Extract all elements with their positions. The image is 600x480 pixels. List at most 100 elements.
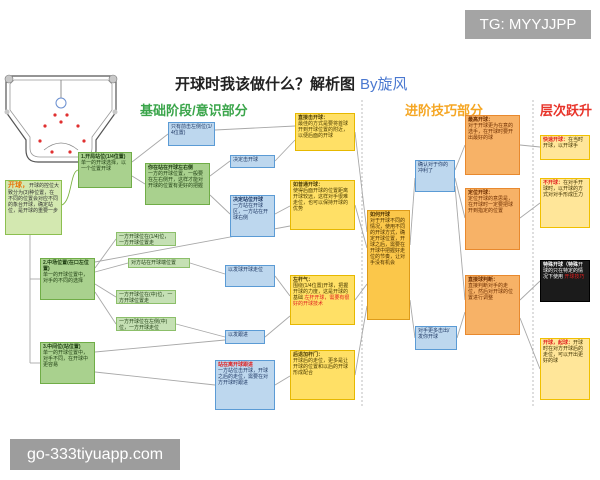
node-title: 不开球： [543, 180, 564, 186]
connector-line [354, 305, 368, 376]
connector-line [519, 144, 541, 148]
connector-line [214, 125, 296, 131]
node-body: 在对手开球时，以开球的方式对对手形成压力 [543, 180, 584, 198]
node-title: 3.中间位(站位置) [43, 344, 81, 350]
connector-line [274, 375, 291, 386]
pool-table-diagram-icon [4, 74, 118, 163]
node-title: 1.开局站位(1/4位置) [81, 154, 126, 160]
node-sub-1: 一方开球位在(1/4)位，一方开球位置走 [116, 232, 176, 246]
connector-line [354, 131, 368, 233]
red-ball [76, 124, 80, 128]
connector-line [175, 323, 226, 338]
red-ball [50, 150, 54, 154]
pocket-top-left [4, 74, 14, 84]
node-body: 一方的开球位置，一般要在左右侧开，这样才能对开球的位置有更好的把握 [148, 171, 204, 189]
pocket-side-right [112, 109, 118, 115]
node-body: 单一的开球选择，以一个位置开球 [81, 160, 127, 172]
red-ball [43, 124, 47, 128]
node-body: 直接判断对手的走位，然后对开球的位置进行调整 [468, 283, 514, 301]
node-title: 一方开球位在(中)位，一方开球位置走 [119, 292, 173, 304]
red-ball [53, 113, 57, 117]
node-direct-break: 直接击开球： 最佳的方式是要将首球开到开球位置的附近，以便后面的开球 [295, 113, 355, 151]
node-special-break: 特殊开球（特殊开球的只在特定的情况下使用 开球技巧 [540, 260, 590, 302]
connector-line [409, 299, 416, 339]
connector-line [354, 283, 368, 301]
cue-ball [55, 97, 67, 109]
node-title: 开球， [8, 182, 29, 189]
node-title: 直接击开球： [298, 115, 329, 121]
connector-line [94, 339, 226, 353]
node-body: 单一的开球位置中，对手的不同的选择 [43, 272, 89, 284]
node-title: 你在站在开球左右侧 [148, 165, 194, 171]
node-title: 站在离开球跟进 [218, 362, 254, 368]
connector-line [456, 311, 466, 339]
node-title: 左杆气： [293, 277, 314, 283]
connector-line [209, 194, 231, 215]
node-body: 一方站位击开球，开球之后的走位，需要在对方开球时跟进 [218, 368, 269, 386]
node-title: 对手更多击出/发你开球 [418, 328, 450, 340]
node-title: 以发跟进 [228, 332, 249, 338]
connector-line [454, 177, 466, 219]
node-position-2: 2.中场位置(在口左位置) 单一的开球位置中，对手的不同的选择 [40, 258, 95, 300]
node-stand-follow: 站在离开球跟进 一方站位击开球，开球之后的走位，需要在对方开球时跟进 [215, 360, 275, 410]
node-title: 直接球判断： [468, 277, 499, 283]
node-note: 左杆开球，需要有很好的开球技术 [293, 295, 350, 307]
section-basic-heading: 基础阶段/意识部分 [140, 103, 248, 118]
red-ball [68, 150, 72, 154]
node-body: 围绕(1/4位置)开球，把握开球的力度，这是开球的基础 [293, 283, 349, 301]
connector-line [131, 175, 146, 185]
node-break-lift: 开球，起球：开球时在对方开球后的走位，可以开出更好的球 [540, 338, 590, 400]
connector-line [94, 371, 216, 386]
node-title: 如普通开球： [293, 182, 324, 188]
connector-line [94, 262, 129, 273]
connector-line [264, 315, 291, 338]
pocket-top-right [108, 74, 118, 84]
node-body: 对于开球不同的情况，使用不同的开球方式，确定开球位置，开球之后，需要在开球中把握… [370, 218, 406, 266]
node-decide-stand: 决定站位开球 一方站在开球区，一方站在开球右侧 [230, 195, 275, 237]
node-body: 定位开球的意思是，在开球时一定要把球开到指定的位置 [468, 196, 514, 214]
node-body: 在当时开球，以开球手 [543, 137, 584, 149]
node-sub-4: 一方开球位在左侧(中)位，一方开球走位 [116, 317, 176, 331]
author-credit: By旋风 [360, 76, 408, 93]
node-quick-break: 快速开球：在当时开球，以开球手 [540, 135, 590, 160]
node-sub-3: 一方开球位在(中)位，一方开球位置走 [116, 290, 176, 304]
connector-line [454, 144, 466, 171]
node-title: 决定击开球 [233, 157, 259, 163]
watermark-bottom-left: go-333tiyuapp.com [10, 439, 180, 470]
node-confirm: 确认对于你的冲利了 [415, 160, 455, 192]
node-body: 开球时在对方开球后的走位，可以开出更好的球 [543, 340, 584, 364]
node-title: 对方站在开球端位置 [131, 260, 177, 266]
node-position-3: 3.中间位(站位置) 单一的开球位置中，对手不同，在开球中更容易 [40, 342, 95, 384]
node-normal-break: 如普通开球： 使得后面开球的位置距离开球较远，这样对手很难走位，也可以保持开球的… [290, 180, 355, 230]
connector-line [189, 262, 226, 275]
title-text: 开球时我该做什么？解析图 [175, 76, 356, 93]
connector-line [274, 139, 296, 162]
connector-line [274, 205, 291, 215]
node-body: 对于开球更为在意的选手，在开球时要开出最好的球 [468, 123, 514, 141]
connector-line [209, 160, 231, 177]
node-body: 开球后的走位，更多是让开球的位置和以后的开球形成配合 [293, 358, 349, 376]
node-decide: 决定击开球 [230, 155, 275, 168]
node-no-break: 不开球：在对手开球时，以开球的方式对对手形成压力 [540, 178, 590, 228]
node-position-break: 定位开球： 定位开球的意思是，在开球时一定要把球开到指定的位置 [465, 188, 520, 250]
node-top-break: 最高开球： 对于开球更为在意的选手，在开球时要开出最好的球 [465, 115, 520, 175]
node-direct-judgement: 直接球判断： 直接判断对手的走位，然后对开球的位置进行调整 [465, 275, 520, 335]
node-title: 确认对于你的冲利了 [418, 162, 449, 174]
red-balls [38, 113, 86, 154]
red-ball [38, 139, 42, 143]
node-title: 后退加杆门： [293, 352, 324, 358]
node-body: 最佳的方式是要将首球开到开球位置的附近，以便后面的开球 [298, 121, 349, 139]
connector-line [131, 133, 169, 163]
connector-line [409, 177, 416, 246]
node-title: 开球，起球： [543, 340, 574, 346]
section-advanced-heading: 进阶技巧部分 [405, 103, 484, 118]
node-opponent: 对手更多击出/发你开球 [415, 326, 457, 350]
node-back-cue: 后退加杆门： 开球后的走位，更多是让开球的位置和以后的开球形成配合 [290, 350, 355, 400]
node-title: 快速开球： [543, 137, 569, 143]
connector-line [519, 202, 541, 219]
node-how-to-break: 如何开球 对于开球不同的情况，使用不同的开球方式，确定开球位置，开球之后，需要在… [367, 210, 410, 320]
node-title: 决定站位开球 [233, 197, 264, 203]
